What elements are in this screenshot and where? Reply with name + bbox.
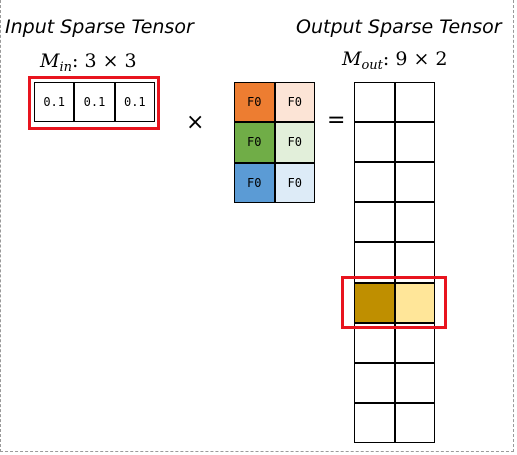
weight-cell: F0 (274, 122, 315, 163)
output-cell (394, 202, 435, 243)
output-cell-highlighted (354, 282, 395, 323)
output-dim-symbol: M (342, 48, 362, 70)
output-cell (394, 82, 435, 123)
output-cell (354, 322, 395, 363)
output-dim-text: : 9 × 2 (382, 48, 448, 70)
weight-cell: F0 (274, 82, 315, 123)
output-cell (394, 362, 435, 403)
output-cell (394, 162, 435, 203)
output-dim-label: Mout: 9 × 2 (342, 48, 448, 73)
input-dim-text: : 3 × 3 (72, 50, 137, 72)
input-vector: 0.1 0.1 0.1 (34, 82, 155, 122)
output-matrix (354, 82, 435, 443)
input-dim-symbol: M (40, 50, 60, 72)
weight-cell: F0 (234, 122, 275, 163)
input-dim-label: Min: 3 × 3 (40, 50, 137, 75)
output-cell-highlighted (394, 282, 435, 323)
equals-sign: = (327, 108, 346, 133)
output-cell (394, 122, 435, 163)
output-cell (354, 402, 395, 443)
output-cell (354, 362, 395, 403)
input-cell: 0.1 (114, 82, 155, 122)
output-highlight-box (341, 276, 447, 329)
weight-cell: F0 (234, 162, 275, 203)
output-cell (354, 242, 395, 283)
output-cell (354, 82, 395, 123)
weight-cell: F0 (234, 82, 275, 123)
input-tensor-title: Input Sparse Tensor (5, 16, 194, 38)
input-cell: 0.1 (34, 82, 75, 122)
input-highlight-box (28, 76, 160, 130)
output-cell (354, 162, 395, 203)
output-tensor-title: Output Sparse Tensor (296, 16, 502, 38)
output-cell (394, 242, 435, 283)
weight-cell: F0 (274, 162, 315, 203)
output-cell (354, 202, 395, 243)
output-cell (394, 402, 435, 443)
multiply-sign: × (186, 110, 205, 135)
output-cell (354, 122, 395, 163)
output-dim-sub: out (361, 58, 383, 73)
output-cell (394, 322, 435, 363)
input-dim-sub: in (59, 60, 72, 75)
input-cell: 0.1 (74, 82, 115, 122)
